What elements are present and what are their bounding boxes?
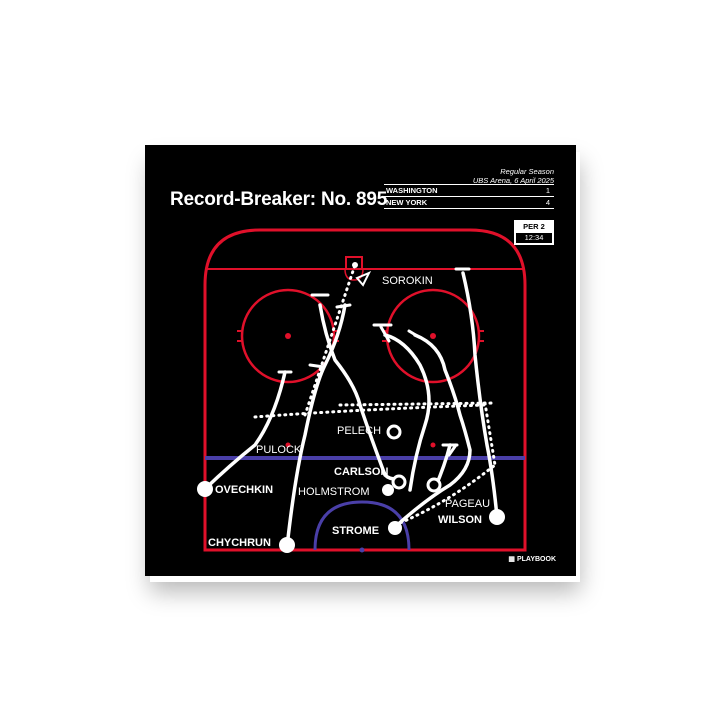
faceoff-circle-left xyxy=(240,288,336,384)
neutral-dot-right xyxy=(430,442,436,448)
label-sorokin: SOROKIN xyxy=(382,275,433,287)
label-pulock: PULOCK xyxy=(256,444,302,456)
venue-date-text: UBS Arena, 6 April 2025 xyxy=(472,176,554,185)
neutral-dot-left xyxy=(285,442,291,448)
hash-marks xyxy=(237,330,484,342)
pass-point xyxy=(483,401,497,467)
brand-name: PLAYBOOK xyxy=(516,555,556,563)
label-carlson: CARLSON xyxy=(334,466,388,478)
stick-markers xyxy=(277,267,471,457)
game-clock: PER 2 12:34 xyxy=(514,220,554,245)
player-markers xyxy=(386,424,442,493)
holmstrom-path xyxy=(383,333,431,492)
goal-net xyxy=(345,256,363,270)
chychrun-dot xyxy=(279,537,295,553)
score-row: WASHINGTON 1 xyxy=(384,184,554,196)
ovechkin-dot xyxy=(197,481,213,497)
goal-crease xyxy=(344,268,364,281)
center-circle xyxy=(313,500,411,551)
clock-time: 12:34 xyxy=(516,233,552,243)
ovechkin-path xyxy=(203,370,287,491)
score-row: NEW YORK 4 xyxy=(384,196,554,209)
pelech-marker xyxy=(386,424,402,440)
label-holmstrom: HOLMSTROM xyxy=(298,486,370,498)
pass-long-rim xyxy=(253,403,487,419)
puck-in-net xyxy=(352,262,358,268)
team-name: NEW YORK xyxy=(386,198,428,207)
carlson-marker xyxy=(391,474,407,490)
faceoff-dot-right xyxy=(430,333,436,339)
scoreboard: WASHINGTON 1 NEW YORK 4 xyxy=(384,184,554,209)
strome-dot xyxy=(388,521,402,535)
label-strome: STROME xyxy=(332,525,379,537)
center-dot xyxy=(359,547,365,553)
goalie-marker xyxy=(355,271,372,287)
chychrun-path xyxy=(285,303,347,549)
season-text: Regular Season xyxy=(500,167,554,176)
team-name: WASHINGTON xyxy=(386,186,438,195)
playbook-icon: ▦ xyxy=(508,556,515,563)
pass-strome-wilson xyxy=(393,463,497,527)
rink-diagram: SOROKIN PULOCK PELECH CARLSON HOLMSTROM … xyxy=(197,228,527,553)
player-dots xyxy=(197,481,505,553)
poster: SOROKIN PULOCK PELECH CARLSON HOLMSTROM … xyxy=(145,145,576,576)
label-chychrun: CHYCHRUN xyxy=(208,537,271,549)
pageau-marker xyxy=(426,477,442,493)
pass-pulock-to-net xyxy=(303,263,357,417)
label-ovechkin: OVECHKIN xyxy=(215,484,273,496)
brand-logo: ▦ PLAYBOOK xyxy=(508,555,556,564)
faceoff-dot-left xyxy=(285,333,291,339)
label-pelech: PELECH xyxy=(337,425,381,437)
wilson-path xyxy=(461,271,499,519)
strome-path xyxy=(393,333,472,529)
poster-title: Record-Breaker: No. 895 xyxy=(170,189,388,210)
label-wilson: WILSON xyxy=(438,514,482,526)
pass-mid xyxy=(338,401,497,407)
wilson-dot xyxy=(489,509,505,525)
pass-lines xyxy=(253,263,497,527)
team-score: 4 xyxy=(545,198,550,207)
label-pageau: PAGEAU xyxy=(445,498,490,510)
game-meta: Regular Season UBS Arena, 6 April 2025 xyxy=(384,167,554,185)
team-score: 1 xyxy=(545,186,550,195)
period-label: PER 2 xyxy=(523,222,545,231)
holmstrom-dot xyxy=(382,484,394,496)
